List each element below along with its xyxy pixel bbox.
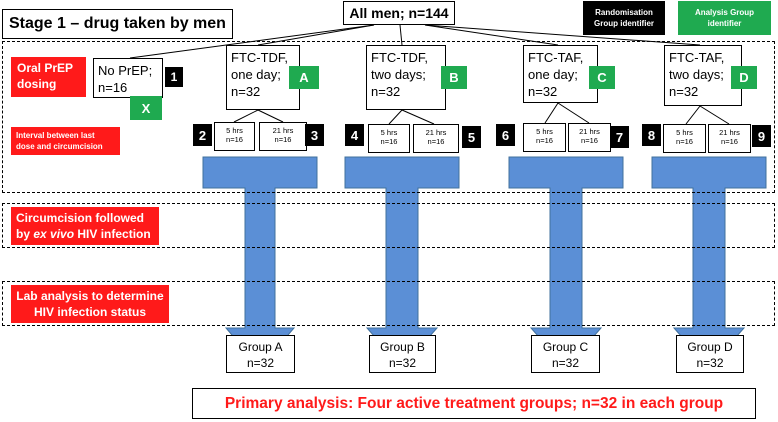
arm-ftc-tdf-one-day: FTC-TDF, one day; n=32 (226, 45, 300, 110)
group-name: Group A (238, 340, 283, 354)
arm-ftc-taf-two-days: FTC-TAF, two days; n=32 (664, 45, 742, 106)
group-n: n=32 (696, 356, 724, 370)
subgroup-time: 5 hrs (380, 128, 398, 137)
rand-id-6: 6 (496, 124, 515, 146)
rand-id-8: 8 (642, 124, 661, 146)
arm-no-prep: No PrEP; n=16 (93, 58, 163, 98)
subgroup-time: 21 hrs (272, 126, 294, 135)
root-node: All men; n=144 (343, 1, 455, 25)
legend-analysis-identifier: Analysis Group identifier (678, 1, 771, 35)
stage-title: Stage 1 – drug taken by men (2, 9, 233, 39)
subgroup-n: n=16 (721, 137, 738, 146)
arm-line: n=16 (98, 80, 128, 95)
subgroup-time: 5 hrs (676, 128, 693, 137)
subgroup-n: n=16 (536, 136, 553, 145)
group-name: Group C (542, 340, 589, 354)
arm-line: FTC-TDF, (231, 50, 289, 65)
circumcision-pre: by (16, 227, 34, 241)
rand-id-2: 2 (193, 124, 212, 146)
arm-line: FTC-TAF, (528, 50, 584, 65)
group-n: n=32 (551, 356, 580, 370)
circumcision-line-1: Circumcision followed (16, 211, 145, 225)
arm-line: n=32 (669, 84, 699, 99)
stage-label-lab: Lab analysis to determine HIV infection … (11, 285, 169, 323)
analysis-id-x: X (130, 96, 162, 120)
group-n: n=32 (246, 356, 275, 370)
stage-label-dosing: Oral PrEP dosing (11, 57, 86, 97)
group-a: Group A n=32 (226, 335, 295, 373)
stage-label-interval: Interval between last dose and circumcis… (11, 127, 120, 155)
circumcision-region (2, 203, 775, 248)
subgroup-n: n=16 (676, 137, 693, 146)
arm-ftc-tdf-two-days: FTC-TDF, two days; n=32 (366, 45, 446, 110)
analysis-id-a: A (289, 66, 319, 89)
arm-line: two days; (371, 67, 426, 82)
arm-line: n=32 (528, 84, 558, 99)
group-name: Group D (687, 340, 733, 354)
subgroup-time: 5 hrs (226, 126, 243, 135)
group-b: Group B n=32 (369, 335, 436, 373)
subgroup-time: 5 hrs (536, 127, 553, 136)
lab-region (2, 281, 775, 326)
arm-ftc-taf-one-day: FTC-TAF, one day; n=32 (523, 45, 598, 103)
subgroup-n: n=16 (274, 135, 292, 144)
subgroup-time: 21 hrs (719, 128, 740, 137)
rand-id-4: 4 (345, 124, 364, 146)
rand-id-3: 3 (305, 124, 324, 146)
analysis-id-c: C (589, 66, 615, 89)
rand-id-9: 9 (752, 125, 771, 147)
arm-line: one day; (231, 67, 281, 82)
subgroup-n: n=16 (427, 137, 445, 146)
arm-line: two days; (669, 67, 724, 82)
legend-randomisation-identifier: Randomisation Group identifier (583, 1, 665, 35)
arm-line: n=32 (371, 84, 401, 99)
circumcision-line-2: by ex vivo HIV infection (16, 226, 154, 242)
group-n: n=32 (388, 356, 417, 370)
rand-id-7: 7 (610, 126, 629, 148)
subgroup-n: n=16 (581, 136, 598, 145)
subgroup-time: 21 hrs (579, 127, 600, 136)
subgroup-n: n=16 (226, 135, 243, 144)
circumcision-italic: ex vivo (33, 227, 75, 241)
primary-analysis: Primary analysis: Four active treatment … (192, 388, 756, 419)
arm-line: No PrEP; (98, 63, 153, 78)
arm-line: one day; (528, 67, 578, 82)
circumcision-post: HIV infection (74, 227, 151, 241)
analysis-id-d: D (731, 66, 757, 89)
group-c: Group C n=32 (531, 335, 600, 373)
arm-line: FTC-TAF, (669, 50, 725, 65)
subgroup-n: n=16 (380, 137, 398, 146)
group-d: Group D n=32 (676, 335, 744, 373)
subgroup-time: 21 hrs (425, 128, 447, 137)
arm-line: FTC-TDF, (371, 50, 429, 65)
arm-line: n=32 (231, 84, 261, 99)
rand-id-5: 5 (462, 126, 481, 148)
rand-id-1: 1 (165, 67, 183, 87)
group-name: Group B (380, 340, 425, 354)
analysis-id-b: B (441, 66, 467, 89)
stage-label-circumcision: Circumcision followed by ex vivo HIV inf… (11, 207, 159, 245)
dosing-region (2, 41, 775, 193)
